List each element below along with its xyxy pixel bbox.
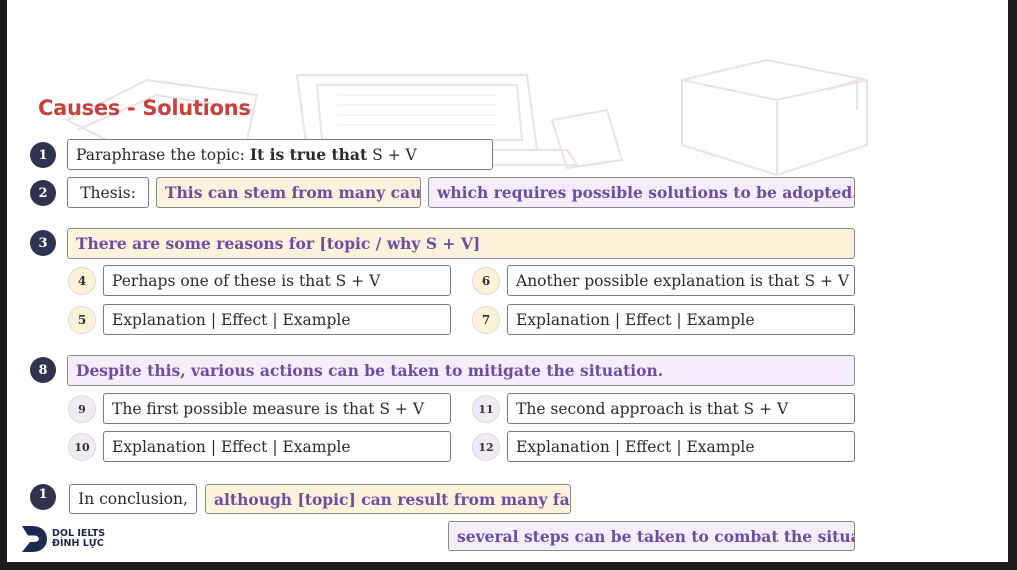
step-badge-1: 1 <box>30 142 56 168</box>
thesis-part1-box: This can stem from many causes, <box>156 177 421 208</box>
measure-one-detail-box: Explanation | Effect | Example <box>103 431 451 462</box>
reason-two-box: Another possible explanation is that S +… <box>507 265 855 296</box>
logo-line-2: ĐÌNH LỰC <box>52 538 104 549</box>
slide: Causes - Solutions 1 Paraphrase the topi… <box>7 0 1008 562</box>
reason-one-detail-box: Explanation | Effect | Example <box>103 304 451 335</box>
step-badge-11: 11 <box>472 395 500 423</box>
measure-one-box: The first possible measure is that S + V <box>103 393 451 424</box>
measure-two-box: The second approach is that S + V <box>507 393 855 424</box>
measure-two-detail-box: Explanation | Effect | Example <box>507 431 855 462</box>
dol-logo-icon <box>22 526 47 552</box>
paraphrase-box: Paraphrase the topic: It is true that S … <box>67 139 493 170</box>
step-badge-2: 2 <box>30 180 56 206</box>
thesis-part2-box: which requires possible solutions to be … <box>428 177 855 208</box>
thesis-label-box: Thesis: <box>67 177 149 208</box>
conclusion-part2-box: several steps can be taken to combat the… <box>448 521 855 551</box>
paraphrase-label: Paraphrase the topic: <box>76 145 250 164</box>
step-badge-12: 12 <box>472 433 500 461</box>
step-badge-8: 8 <box>30 357 56 383</box>
step-badge-5: 5 <box>68 306 96 334</box>
reason-two-detail-box: Explanation | Effect | Example <box>507 304 855 335</box>
conclusion-part1-box: although [topic] can result from many fa… <box>205 484 571 514</box>
step-badge-13: 1 <box>30 484 56 510</box>
solutions-box: Despite this, various actions can be tak… <box>67 355 855 386</box>
step-badge-3: 3 <box>30 230 56 256</box>
page-title: Causes - Solutions <box>38 96 251 120</box>
paraphrase-bold: It is true that <box>249 145 368 164</box>
step-badge-4: 4 <box>68 267 96 295</box>
reason-one-box: Perhaps one of these is that S + V <box>103 265 451 296</box>
step-badge-10: 10 <box>68 433 96 461</box>
logo-line-1: DOL IELTS <box>52 528 106 539</box>
paraphrase-tail: S + V <box>367 145 417 164</box>
conclusion-label-box: In conclusion, <box>69 484 197 514</box>
reasons-box: There are some reasons for [topic / why … <box>67 228 855 259</box>
step-badge-6: 6 <box>472 267 500 295</box>
step-badge-7: 7 <box>472 306 500 334</box>
step-badge-9: 9 <box>68 395 96 423</box>
logo-text: DOL IELTS ĐÌNH LỰC <box>52 529 105 549</box>
brand-logo: DOL IELTS ĐÌNH LỰC <box>20 524 105 554</box>
